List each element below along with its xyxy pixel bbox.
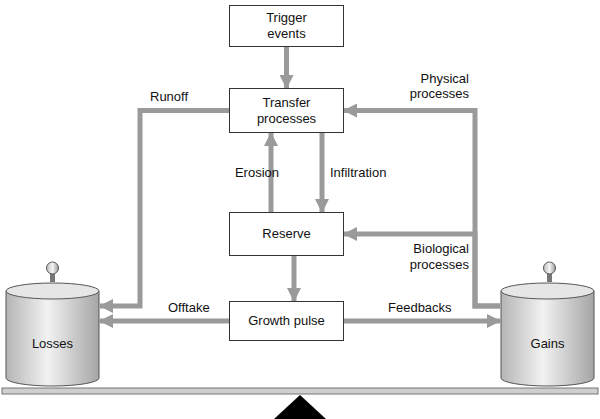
- flow-arrow: [100, 319, 229, 324]
- edge-label: Biological processes: [391, 241, 469, 272]
- flow-arrow: [284, 47, 289, 88]
- flow-arrow: [100, 111, 229, 307]
- node-text: Reserve: [262, 226, 310, 242]
- cylinder-shape: [500, 282, 595, 387]
- edge-label: Offtake: [168, 300, 210, 316]
- edge-label: Runoff: [150, 89, 188, 105]
- weight-cylinder: Losses: [5, 282, 100, 387]
- edge-label: Physical processes: [391, 71, 469, 102]
- flow-arrow: [344, 111, 500, 307]
- edge-label: Infiltration: [330, 165, 386, 181]
- weight-cylinder: Gains: [500, 282, 595, 387]
- node-text: Trigger events: [246, 10, 327, 41]
- process-box: Transfer processes: [229, 88, 344, 133]
- edge-label: Feedbacks: [388, 300, 452, 316]
- node-text: Losses: [32, 336, 73, 352]
- node-text: Gains: [531, 336, 565, 352]
- node-text: Transfer processes: [246, 95, 327, 126]
- balance-beam: [2, 388, 598, 394]
- weight-knob: [47, 262, 556, 282]
- flow-arrow: [320, 133, 325, 212]
- cylinder-shape: [5, 282, 100, 387]
- node-text: Growth pulse: [248, 313, 325, 329]
- process-box: Growth pulse: [229, 301, 344, 341]
- process-box: Trigger events: [229, 5, 344, 47]
- flow-arrow: [344, 319, 500, 324]
- edge-label: Erosion: [235, 165, 279, 181]
- flow-arrow: [344, 234, 500, 306]
- process-box: Reserve: [229, 212, 344, 256]
- flow-arrow: [292, 256, 297, 301]
- fulcrum: [274, 395, 326, 419]
